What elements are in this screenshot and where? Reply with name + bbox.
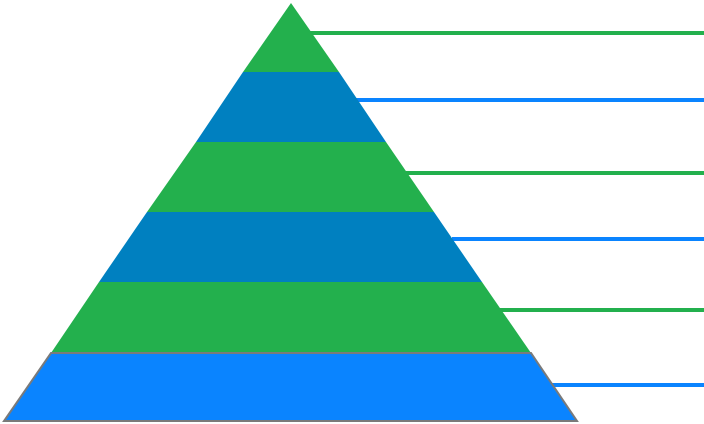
pyramid-level-4	[99, 212, 482, 282]
pyramid-level-3	[147, 142, 434, 212]
pyramid-level-2	[196, 72, 386, 142]
pyramid-level-1	[243, 3, 339, 72]
pyramid-level-5	[51, 282, 531, 353]
pyramid-level-6	[2, 352, 579, 422]
